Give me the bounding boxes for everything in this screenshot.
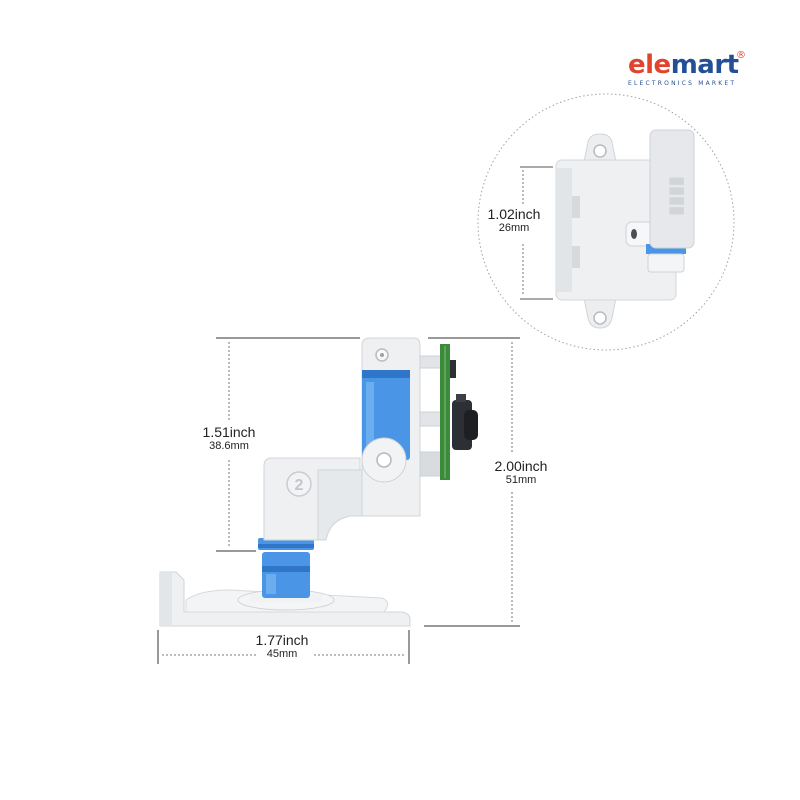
brand-name-mart: mart [670,50,739,80]
servo-column-band [262,566,310,572]
pivot-height-inch: 1.51inch [202,424,256,440]
dimension-lines [157,337,520,664]
inset-height-mm: 26mm [498,222,530,234]
spacer-bottom [419,451,443,477]
spacer-top [419,355,443,369]
total-height-inch: 2.00inch [494,458,548,474]
brand-name: elemart [628,50,758,80]
inset-rib-1 [572,196,580,218]
registered-mark: ® [736,50,746,61]
camera-lens-mount [456,394,466,402]
servo-side-band [362,370,410,378]
camera-lens [464,410,478,440]
top-screw-center [380,353,384,357]
spacer-mid [419,411,443,427]
pcb-connector [450,360,456,378]
base-width-mm: 45mm [266,648,298,660]
brand-tagline: ELECTRONICS MARKET [628,80,737,87]
inset-content: ▮▮▮▮ [478,94,734,350]
inset-rib-2 [572,246,580,268]
inset-screw [631,229,637,239]
servo-column-highlight [266,574,276,594]
inset-embossed-mark: ▮▮▮▮ [668,176,688,216]
brand-logo: elemart ® ELECTRONICS MARKET [628,50,758,87]
inset-height-label: 1.02inch 26mm [482,206,546,235]
camera-pcb-edge [444,346,446,478]
zoom-inset: ▮▮▮▮ [477,93,735,351]
inset-height-inch: 1.02inch [487,206,541,222]
inset-top-hole [593,144,607,158]
joint-number-label: 2 [295,477,304,494]
main-product-view: 2 [159,337,478,627]
total-height-label: 2.00inch 51mm [486,458,556,487]
servo-top-ring-shade [258,544,314,548]
inset-bottom-hole [593,311,607,325]
inset-bracket-side [556,168,572,292]
base-plate-lip [160,572,172,626]
inset-circle-border [477,93,735,351]
brand-name-ele: ele [628,50,671,80]
pivot-screw [376,452,392,468]
servo-side-highlight [366,382,374,452]
pivot-height-mm: 38.6mm [209,440,249,452]
pivot-height-label: 1.51inch 38.6mm [196,424,262,453]
base-width-inch: 1.77inch [255,632,309,648]
joint-number-badge [286,471,312,497]
inset-blue-ring [646,244,686,254]
inset-lower-block [647,253,685,273]
inset-side-plate [649,129,695,249]
base-width-label: 1.77inch 45mm [246,632,318,661]
total-height-mm: 51mm [505,474,537,486]
